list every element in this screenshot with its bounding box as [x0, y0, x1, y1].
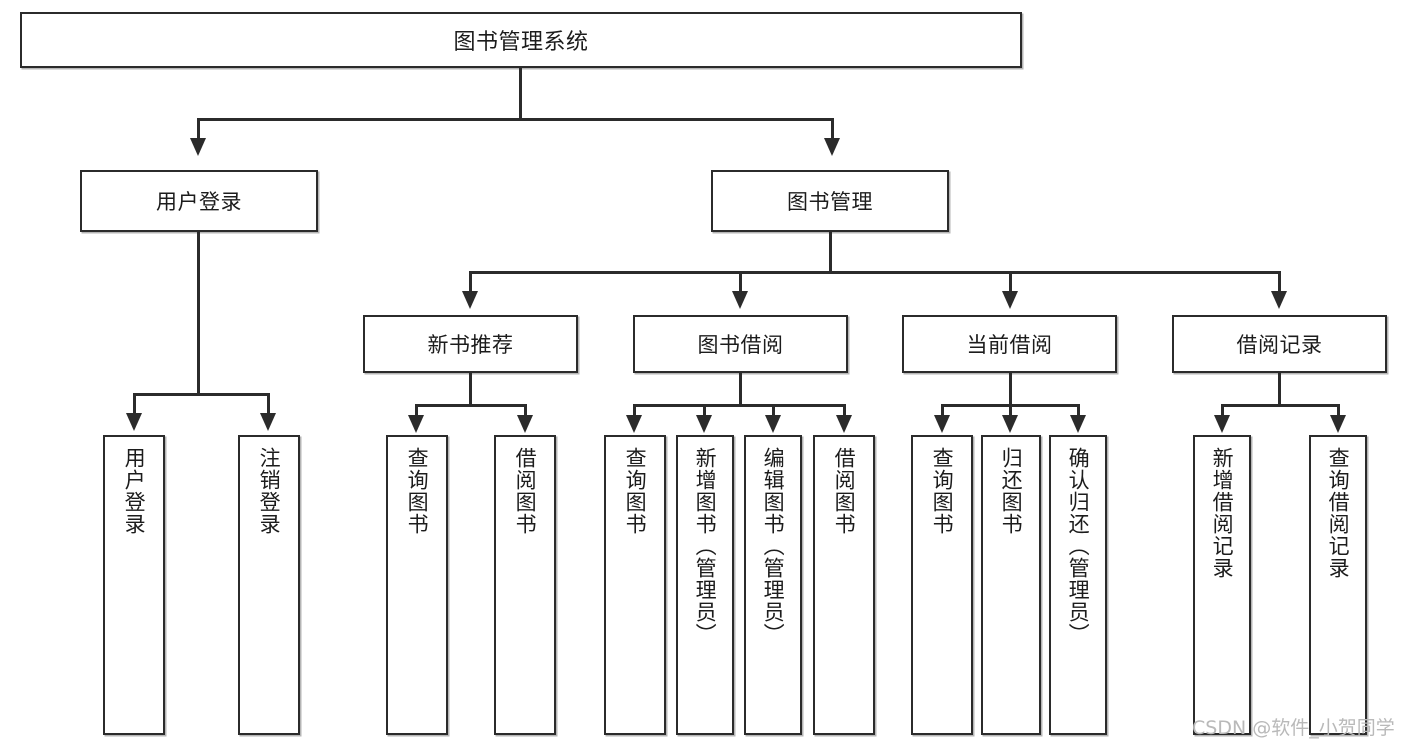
- csdn-watermark: CSDN @软件_小贺同学: [1192, 717, 1395, 739]
- connector-book-manage-drop-1: [469, 271, 472, 293]
- connector-new-book-stem: [469, 373, 472, 407]
- node-label: 注销登录: [257, 447, 282, 535]
- connector-book-borrow-drop-4: [843, 404, 846, 418]
- leaf-add-borrow-record[interactable]: 新增借阅记录: [1193, 435, 1251, 735]
- leaf-new-book-borrow[interactable]: 借阅图书: [494, 435, 556, 735]
- node-book-manage[interactable]: 图书管理: [711, 170, 949, 232]
- node-label: 图书管理: [787, 190, 873, 214]
- connector-current-borrow-stem: [1009, 373, 1012, 407]
- leaf-borrow-book[interactable]: 借阅图书: [813, 435, 875, 735]
- arrowhead-book-borrow-child-3: [765, 415, 781, 433]
- leaf-confirm-return-admin[interactable]: 确认归还（管理员）: [1049, 435, 1107, 735]
- leaf-add-book-admin[interactable]: 新增图书（管理员）: [676, 435, 734, 735]
- node-label: 图书管理系统: [453, 30, 589, 55]
- connector-borrow-record-drop-2: [1337, 404, 1340, 418]
- node-current-borrow[interactable]: 当前借阅: [902, 315, 1117, 373]
- leaf-return-book[interactable]: 归还图书: [981, 435, 1041, 735]
- node-user-login[interactable]: 用户登录: [80, 170, 318, 232]
- node-label: 新增借阅记录: [1210, 447, 1235, 579]
- node-label: 查询图书: [405, 447, 430, 535]
- leaf-edit-book-admin[interactable]: 编辑图书（管理员）: [744, 435, 802, 735]
- arrowhead-to-borrow-record: [1271, 291, 1287, 309]
- connector-book-manage-drop-2: [739, 271, 742, 293]
- node-label: 借阅图书: [513, 447, 538, 535]
- node-label: 确认归还（管理员）: [1066, 447, 1091, 645]
- connector-user-login-drop-2: [267, 393, 270, 415]
- arrowhead-borrow-record-child-2: [1330, 415, 1346, 433]
- arrowhead-to-user-login: [190, 138, 206, 156]
- node-label: 查询借阅记录: [1326, 447, 1351, 579]
- connector-book-manage-stem: [829, 232, 832, 274]
- connector-book-borrow-drop-2: [703, 404, 706, 418]
- node-label: 当前借阅: [966, 333, 1053, 357]
- arrowhead-new-book-child-1: [408, 415, 424, 433]
- connector-user-login-stem: [197, 232, 200, 396]
- connector-book-manage-bus: [469, 271, 1281, 274]
- connector-borrow-record-stem: [1278, 373, 1281, 407]
- connector-root-drop-1: [197, 118, 200, 140]
- arrowhead-book-borrow-child-1: [626, 415, 642, 433]
- node-borrow-record[interactable]: 借阅记录: [1172, 315, 1387, 373]
- arrowhead-current-borrow-child-2: [1002, 415, 1018, 433]
- connector-borrow-record-drop-1: [1221, 404, 1224, 418]
- connector-user-login-bus: [133, 393, 270, 396]
- leaf-current-query-book[interactable]: 查询图书: [911, 435, 973, 735]
- leaf-query-borrow-record[interactable]: 查询借阅记录: [1309, 435, 1367, 735]
- arrowhead-to-leaf-logout: [260, 413, 276, 431]
- node-label: 用户登录: [122, 447, 147, 535]
- arrowhead-to-new-book: [462, 291, 478, 309]
- connector-root-bus: [197, 118, 834, 121]
- node-label: 编辑图书（管理员）: [761, 447, 786, 645]
- node-label: 借阅记录: [1236, 333, 1323, 357]
- node-label: 查询图书: [623, 447, 648, 535]
- node-label: 图书借阅: [697, 333, 784, 357]
- node-book-borrow[interactable]: 图书借阅: [633, 315, 848, 373]
- arrowhead-borrow-record-child-1: [1214, 415, 1230, 433]
- connector-book-borrow-drop-1: [633, 404, 636, 418]
- node-label: 归还图书: [999, 447, 1024, 535]
- connector-borrow-record-bus: [1221, 404, 1340, 407]
- connector-new-book-drop-2: [524, 404, 527, 418]
- node-new-book-recommend[interactable]: 新书推荐: [363, 315, 578, 373]
- arrowhead-new-book-child-2: [517, 415, 533, 433]
- node-root-system[interactable]: 图书管理系统: [20, 12, 1022, 68]
- arrowhead-current-borrow-child-3: [1070, 415, 1086, 433]
- arrowhead-to-leaf-user-login: [126, 413, 142, 431]
- node-label: 借阅图书: [832, 447, 857, 535]
- arrowhead-book-borrow-child-2: [696, 415, 712, 433]
- connector-book-borrow-drop-3: [772, 404, 775, 418]
- leaf-borrow-query-book[interactable]: 查询图书: [604, 435, 666, 735]
- leaf-user-login[interactable]: 用户登录: [103, 435, 165, 735]
- connector-book-borrow-bus: [633, 404, 846, 407]
- arrowhead-to-book-manage: [824, 138, 840, 156]
- arrowhead-current-borrow-child-1: [934, 415, 950, 433]
- connector-current-borrow-drop-1: [941, 404, 944, 418]
- node-label: 查询图书: [930, 447, 955, 535]
- node-label: 用户登录: [156, 190, 242, 214]
- connector-root-drop-2: [831, 118, 834, 140]
- arrowhead-book-borrow-child-4: [836, 415, 852, 433]
- connector-current-borrow-drop-3: [1077, 404, 1080, 418]
- connector-new-book-bus: [415, 404, 527, 407]
- connector-root-stem: [519, 68, 522, 120]
- connector-book-manage-drop-3: [1009, 271, 1012, 293]
- leaf-logout[interactable]: 注销登录: [238, 435, 300, 735]
- arrowhead-to-book-borrow: [732, 291, 748, 309]
- connector-current-borrow-drop-2: [1009, 404, 1012, 418]
- node-label: 新增图书（管理员）: [693, 447, 718, 645]
- connector-book-borrow-stem: [739, 373, 742, 407]
- leaf-new-book-query[interactable]: 查询图书: [386, 435, 448, 735]
- node-label: 新书推荐: [427, 333, 514, 357]
- connector-new-book-drop-1: [415, 404, 418, 418]
- arrowhead-to-current-borrow: [1002, 291, 1018, 309]
- connector-book-manage-drop-4: [1278, 271, 1281, 293]
- connector-user-login-drop-1: [133, 393, 136, 415]
